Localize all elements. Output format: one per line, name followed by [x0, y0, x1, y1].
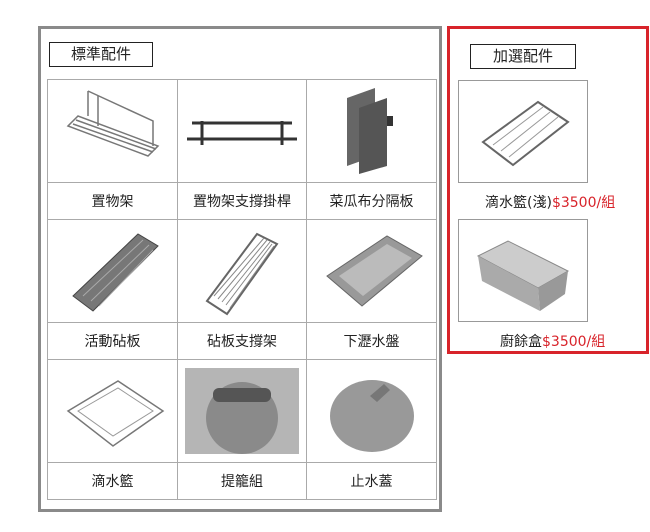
product-cell[interactable]: 置物架支撐掛桿	[178, 80, 307, 220]
product-cell[interactable]: 止水蓋	[307, 360, 437, 500]
product-label: 提籠組	[221, 474, 263, 490]
product-cell[interactable]: 砧板支撐架	[178, 220, 307, 360]
support-bar-icon	[178, 80, 306, 183]
product-label: 活動砧板	[84, 334, 141, 350]
drain-tray-icon	[307, 220, 436, 323]
standard-title: 標準配件	[49, 42, 153, 67]
product-cell[interactable]: 置物架	[48, 80, 178, 220]
standard-grid: 置物架 置物架支撐掛桿 菜瓜布分隔板 活動砧板 砧板支撐架 下瀝水盤 滴水籃 提…	[47, 79, 437, 500]
product-label: 菜瓜布分隔板	[329, 194, 414, 210]
product-cell[interactable]: 菜瓜布分隔板	[307, 80, 437, 220]
food-waste-box-icon[interactable]	[458, 219, 588, 322]
product-label: 止水蓋	[350, 474, 393, 490]
item-name: 滴水籃(淺)	[485, 195, 552, 211]
board-support-rack-icon	[178, 220, 306, 323]
product-cell[interactable]: 活動砧板	[48, 220, 178, 360]
product-label: 置物架	[91, 194, 134, 210]
item-price: $3500/組	[551, 195, 616, 211]
product-cell[interactable]: 下瀝水盤	[307, 220, 437, 360]
item-price: $3500/組	[542, 334, 606, 350]
stopper-cap-icon	[307, 360, 436, 463]
optional-accessories-panel: 加選配件 滴水籃(淺)$3500/組 廚餘盒$3500/組	[447, 26, 649, 354]
shallow-drain-basket-icon[interactable]	[458, 80, 588, 183]
lift-basket-icon	[178, 360, 306, 463]
divider-board-icon	[307, 80, 436, 183]
product-cell[interactable]: 滴水籃	[48, 360, 178, 500]
drain-basket-icon	[48, 360, 177, 463]
product-cell[interactable]: 提籠組	[178, 360, 307, 500]
optional-title: 加選配件	[470, 44, 576, 69]
optional-item-label: 滴水籃(淺)$3500/組	[485, 192, 615, 212]
item-name: 廚餘盒	[500, 334, 542, 350]
product-label: 置物架支撐掛桿	[193, 194, 291, 210]
cutting-board-icon	[48, 220, 177, 323]
standard-accessories-panel: 標準配件 置物架 置物架支撐掛桿 菜瓜布分隔板 活動砧板 砧板支撐架 下瀝水盤 …	[38, 26, 442, 512]
optional-item-label: 廚餘盒$3500/組	[500, 331, 605, 351]
product-label: 下瀝水盤	[343, 334, 400, 350]
product-label: 滴水籃	[91, 474, 134, 490]
product-label: 砧板支撐架	[207, 334, 277, 350]
shelf-rack-icon	[48, 80, 177, 183]
